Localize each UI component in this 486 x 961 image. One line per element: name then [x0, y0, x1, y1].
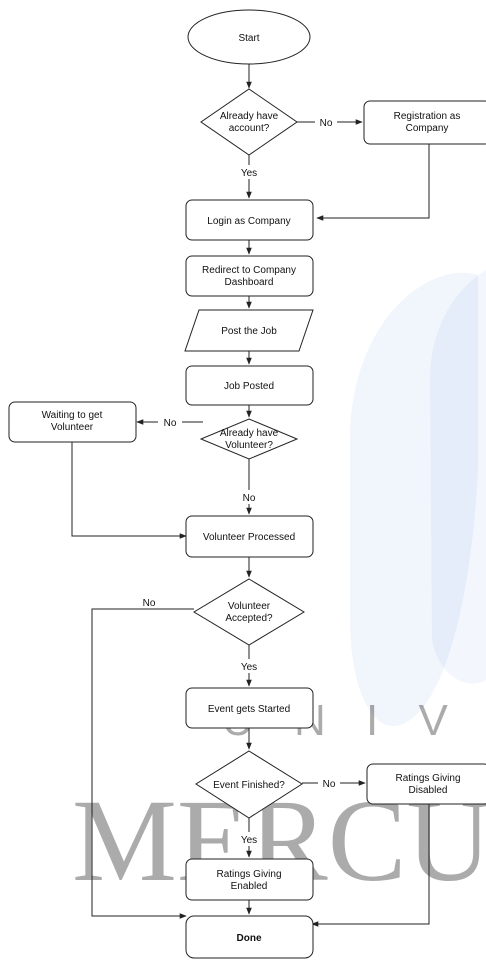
io-shape [184, 309, 314, 352]
node-ratings-disabled-line1: Ratings Giving [395, 773, 460, 784]
label-finished-no: No [323, 779, 336, 790]
process-shape [185, 365, 314, 406]
decision-shape [200, 88, 298, 156]
node-registration-line1: Registration as [394, 111, 461, 122]
edge-disabled-to-done [311, 804, 430, 927]
node-waiting-line2: Volunteer [51, 422, 94, 433]
decision-shape [193, 578, 305, 646]
node-already-account-line2: account? [229, 123, 270, 134]
node-ratings-disabled: Ratings Giving Disabled [366, 763, 486, 805]
node-registration-line2: Company [406, 123, 449, 134]
node-start: Start [187, 9, 311, 65]
watermark-shape-right [430, 270, 486, 684]
label-volunteer-no-down: No [243, 493, 256, 504]
node-login-label: Login as Company [207, 216, 290, 227]
node-waiting: Waiting to get Volunteer [8, 401, 137, 443]
label-account-yes: Yes [241, 168, 257, 179]
label-finished-yes: Yes [241, 835, 257, 846]
node-registration: Registration as Company [363, 100, 486, 145]
node-ratings-disabled-line2: Disabled [409, 785, 448, 796]
node-post-job: Post the Job [184, 309, 314, 352]
process-shape [185, 687, 314, 729]
process-shape [185, 858, 314, 901]
node-already-account-line1: Already have [220, 111, 279, 122]
node-already-volunteer-line2: Volunteer? [225, 440, 273, 451]
watermark-shape-left [350, 272, 478, 727]
node-done: Done [185, 915, 314, 959]
process-shape [185, 515, 314, 558]
node-done-label: Done [237, 933, 262, 944]
node-volunteer-accepted-line1: Volunteer [228, 601, 271, 612]
node-volunteer-accepted-line2: Accepted? [225, 613, 273, 624]
node-already-volunteer: Already have Volunteer? [199, 418, 299, 460]
label-account-no: No [320, 118, 333, 129]
node-event-finished-label: Event Finished? [213, 780, 285, 791]
node-already-volunteer-line1: Already have [220, 428, 279, 439]
node-volunteer-accepted: Volunteer Accepted? [193, 578, 305, 646]
terminal-shape [185, 915, 314, 959]
node-already-account: Already have account? [200, 88, 298, 156]
node-ratings-enabled-line2: Enabled [231, 881, 268, 892]
node-volunteer-processed: Volunteer Processed [185, 515, 314, 558]
process-shape [363, 100, 486, 145]
terminal-shape [187, 9, 311, 65]
node-volunteer-processed-label: Volunteer Processed [203, 532, 295, 543]
label-accepted-no: No [143, 598, 156, 609]
process-shape [366, 763, 486, 805]
edge-waiting-to-processed [71, 442, 187, 539]
decision-shape [195, 750, 303, 819]
node-job-posted: Job Posted [185, 365, 314, 406]
node-redirect: Redirect to Company Dashboard [185, 255, 314, 297]
node-event-finished: Event Finished? [195, 750, 303, 819]
node-job-posted-label: Job Posted [224, 381, 274, 392]
node-ratings-enabled: Ratings Giving Enabled [185, 858, 314, 901]
process-shape [185, 199, 314, 241]
decision-shape [199, 418, 299, 460]
node-post-job-label: Post the Job [221, 326, 277, 337]
edge-registration-to-login [316, 144, 430, 221]
watermark: U N I V E R MERCU [72, 270, 486, 906]
node-login: Login as Company [185, 199, 314, 241]
label-volunteer-no-left: No [164, 418, 177, 429]
edge-labels: No Yes No No No Yes No Yes [143, 115, 340, 846]
process-shape [8, 401, 137, 443]
node-redirect-line1: Redirect to Company [202, 265, 296, 276]
node-ratings-enabled-line1: Ratings Giving [216, 869, 281, 880]
node-redirect-line2: Dashboard [225, 277, 274, 288]
node-event-started: Event gets Started [185, 687, 314, 729]
node-waiting-line1: Waiting to get [42, 410, 103, 421]
edge-accepted-no [91, 608, 194, 919]
node-event-started-label: Event gets Started [208, 704, 290, 715]
process-shape [185, 255, 314, 297]
label-accepted-yes: Yes [241, 662, 257, 673]
node-start-label: Start [238, 33, 259, 44]
edges [71, 64, 430, 927]
